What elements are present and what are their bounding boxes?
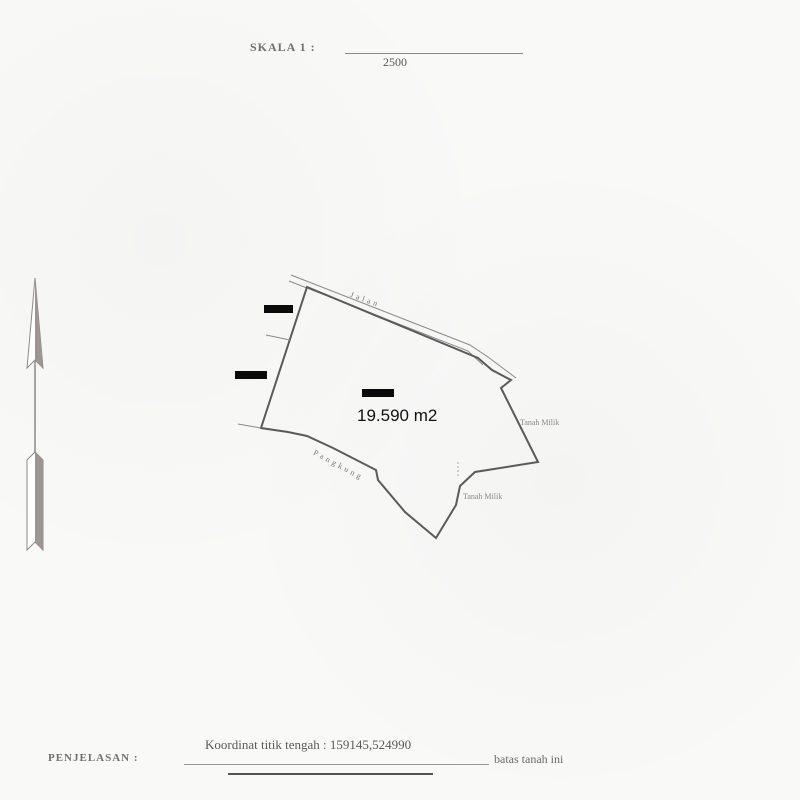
- penjelasan-label: PENJELASAN :: [48, 752, 139, 764]
- east-neighbor-label: Tanah Milik: [520, 418, 560, 427]
- parcel-area: 19.590 m2: [357, 406, 438, 425]
- scale-value: 2500: [383, 55, 407, 69]
- south-neighbor-label: Tanah Milik: [463, 492, 503, 501]
- center-coordinates: Koordinat titik tengah : 159145,524990: [205, 737, 412, 752]
- redaction-bar: [235, 371, 267, 379]
- boundary-legend-line: [228, 773, 433, 775]
- redaction-bar: [362, 389, 394, 397]
- penjelasan-line: [184, 764, 489, 765]
- north-arrow-icon: [26, 277, 44, 552]
- redaction-bar: [264, 305, 293, 313]
- parcel-boundary: [259, 285, 540, 540]
- batas-text: batas tanah ini: [494, 752, 564, 766]
- scale-label: SKALA 1 :: [250, 40, 316, 54]
- scale-underline: [345, 53, 523, 54]
